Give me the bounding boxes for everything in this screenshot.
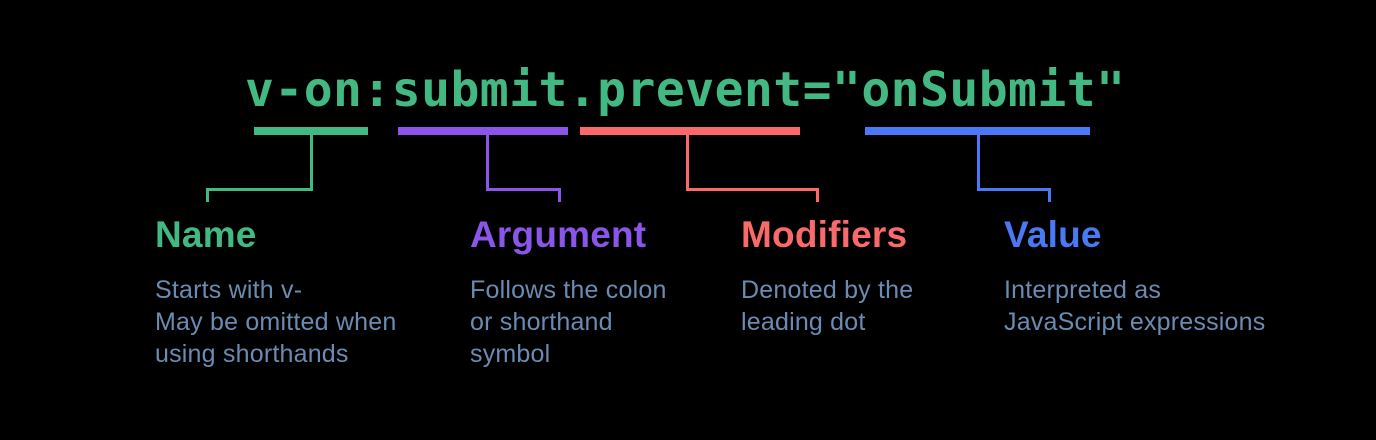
argument-underline-bar xyxy=(398,127,568,135)
name-connector-vertical xyxy=(310,134,313,188)
modifiers-description: Denoted by the leading dot xyxy=(741,276,914,336)
modifiers-connector-drop xyxy=(816,188,819,202)
name-connector-horizontal xyxy=(206,188,313,191)
modifiers-label: Modifiers xyxy=(741,214,908,255)
value-connector-drop xyxy=(1048,188,1051,202)
directive-code-snippet: v-on:submit.prevent="onSubmit" xyxy=(245,62,1126,118)
argument-description: Follows the colon or shorthand symbol xyxy=(470,276,667,368)
name-connector-drop xyxy=(206,188,209,202)
name-description: Starts with v- May be omitted when using… xyxy=(155,276,397,368)
argument-label: Argument xyxy=(470,214,647,255)
name-underline-bar xyxy=(254,127,368,135)
name-label: Name xyxy=(155,214,257,255)
value-underline-bar xyxy=(865,127,1090,135)
value-connector-horizontal xyxy=(977,188,1051,191)
value-connector-vertical xyxy=(977,134,980,188)
modifiers-underline-bar xyxy=(580,127,800,135)
modifiers-connector-horizontal xyxy=(686,188,819,191)
argument-connector-vertical xyxy=(486,134,489,188)
value-label: Value xyxy=(1004,214,1102,255)
value-description: Interpreted as JavaScript expressions xyxy=(1004,276,1266,336)
argument-connector-horizontal xyxy=(486,188,561,191)
argument-connector-drop xyxy=(558,188,561,202)
modifiers-connector-vertical xyxy=(686,134,689,188)
